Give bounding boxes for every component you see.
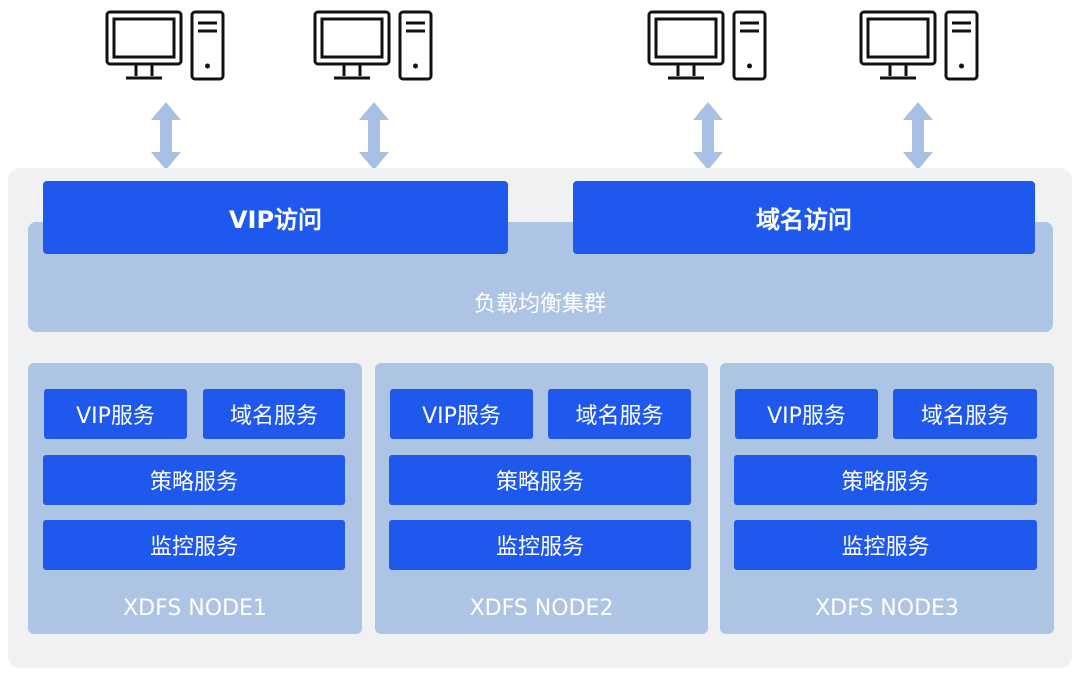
client-computer-icon-1 (104, 8, 226, 84)
bidirectional-arrow-icon-1 (146, 100, 186, 172)
policy-service: 策略服务 (389, 455, 691, 505)
vip-service: VIP服务 (735, 389, 878, 439)
node-name-label: XDFS NODE1 (123, 596, 267, 621)
vip-service: VIP服务 (390, 389, 533, 439)
vip-access-box: VIP访问 (43, 181, 508, 254)
client-computer-icon-2 (312, 8, 434, 84)
policy-service: 策略服务 (734, 455, 1037, 505)
xdfs-node-3: VIP服务 域名服务 策略服务 监控服务 XDFS NODE3 (720, 363, 1054, 634)
monitor-service: 监控服务 (43, 520, 345, 570)
client-computer-icon-4 (858, 8, 980, 84)
domain-service: 域名服务 (893, 389, 1037, 439)
xdfs-node-2: VIP服务 域名服务 策略服务 监控服务 XDFS NODE2 (375, 363, 708, 634)
xdfs-node-1: VIP服务 域名服务 策略服务 监控服务 XDFS NODE1 (28, 363, 362, 634)
node-name-label: XDFS NODE3 (815, 596, 959, 621)
client-computer-icon-3 (646, 8, 768, 84)
domain-access-box: 域名访问 (573, 181, 1035, 254)
domain-service: 域名服务 (203, 389, 345, 439)
bidirectional-arrow-icon-2 (354, 100, 394, 172)
node-name-label: XDFS NODE2 (469, 596, 614, 621)
monitor-service: 监控服务 (734, 520, 1037, 570)
policy-service: 策略服务 (43, 455, 345, 505)
bidirectional-arrow-icon-3 (688, 100, 728, 172)
vip-service: VIP服务 (44, 389, 187, 439)
bidirectional-arrow-icon-4 (898, 100, 938, 172)
monitor-service: 监控服务 (389, 520, 691, 570)
load-balancer-label: 负载均衡集群 (473, 292, 606, 317)
domain-service: 域名服务 (548, 389, 691, 439)
